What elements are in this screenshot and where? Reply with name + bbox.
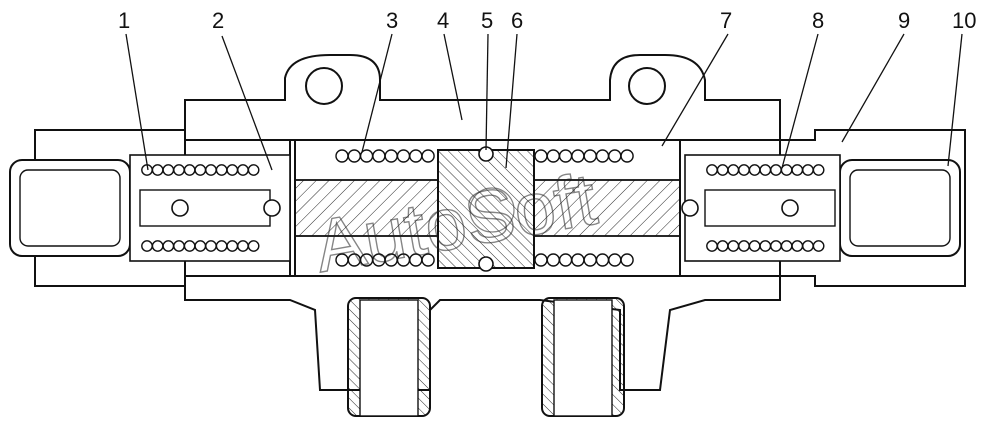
callout-10: 10 xyxy=(952,8,976,33)
spring-coil xyxy=(205,164,217,176)
leader-line xyxy=(221,35,273,171)
spring-coil xyxy=(162,240,175,252)
spring-coil xyxy=(396,149,411,163)
spring-coil xyxy=(226,164,239,176)
spring-coil xyxy=(237,240,249,252)
leader-line xyxy=(125,33,149,171)
spring-coil xyxy=(183,240,196,252)
leader-lines xyxy=(125,33,963,171)
spring-coil xyxy=(151,240,164,252)
spring-coil xyxy=(534,149,548,163)
callout-9: 9 xyxy=(898,8,910,33)
callout-7: 7 xyxy=(720,8,732,33)
spring-coil xyxy=(759,240,772,252)
spring-coil xyxy=(759,164,772,176)
spring-coil xyxy=(372,149,386,163)
spring-coil xyxy=(534,253,548,267)
spring-coil xyxy=(384,149,398,163)
outlet-fittings xyxy=(347,297,625,417)
spring-coil xyxy=(583,253,597,267)
spring-coil xyxy=(173,240,185,252)
callout-3: 3 xyxy=(386,8,398,33)
spring-coil xyxy=(727,240,740,252)
spring-coil xyxy=(812,240,825,252)
spring-coil xyxy=(748,164,761,176)
leader-line xyxy=(781,33,819,169)
central-spool xyxy=(294,146,681,272)
spring-coil xyxy=(173,164,185,176)
spring-coil xyxy=(247,240,260,252)
spring-coil xyxy=(558,253,573,267)
spring-coil xyxy=(770,164,782,176)
spring-coil xyxy=(595,253,610,267)
spring-coil xyxy=(571,253,585,267)
spring-coil xyxy=(215,164,228,176)
spring-coil xyxy=(812,164,825,176)
spring-coil xyxy=(780,240,793,252)
callout-4: 4 xyxy=(437,8,449,33)
spring-coil xyxy=(215,240,228,252)
spring-coil xyxy=(141,240,153,252)
leader-line xyxy=(841,33,905,143)
springs xyxy=(141,149,825,267)
spring-coil xyxy=(421,149,435,163)
spring-coil xyxy=(409,149,423,163)
check-valve-balls xyxy=(139,189,836,227)
spring-coil xyxy=(738,164,750,176)
spring-coil xyxy=(335,149,349,163)
spring-coil xyxy=(791,240,804,252)
callout-1: 1 xyxy=(118,8,130,33)
callout-2: 2 xyxy=(212,8,224,33)
spring-coil xyxy=(237,164,249,176)
spring-coil xyxy=(347,149,361,163)
spring-coil xyxy=(791,164,804,176)
callout-8: 8 xyxy=(812,8,824,33)
spring-coil xyxy=(183,164,196,176)
spring-coil xyxy=(608,149,622,163)
valve-body xyxy=(184,54,781,391)
spring-coil xyxy=(194,164,207,176)
spring-coil xyxy=(620,149,634,163)
spring-coil xyxy=(802,240,814,252)
leader-line xyxy=(505,33,518,169)
spring-coil xyxy=(738,240,750,252)
spring-coil xyxy=(421,253,435,267)
spring-coil xyxy=(194,240,207,252)
spring-coil xyxy=(716,240,729,252)
spring-coil xyxy=(770,240,782,252)
spring-coil xyxy=(716,164,729,176)
spring-coil xyxy=(546,149,560,163)
spring-coil xyxy=(595,149,610,163)
callout-numbers: 1 2 3 4 5 6 7 8 9 10 xyxy=(118,8,976,33)
spring-coil xyxy=(608,253,622,267)
leader-line xyxy=(443,33,463,121)
spring-coil xyxy=(205,240,217,252)
spring-coil xyxy=(802,164,814,176)
spring-coil xyxy=(226,240,239,252)
leader-line xyxy=(361,33,393,153)
spring-coil xyxy=(620,253,634,267)
spring-coil xyxy=(706,240,718,252)
callout-5: 5 xyxy=(481,8,493,33)
leader-line xyxy=(661,33,729,147)
spring-coil xyxy=(162,164,175,176)
spring-coil xyxy=(706,164,718,176)
leader-line xyxy=(947,33,963,167)
callout-6: 6 xyxy=(511,8,523,33)
leader-line xyxy=(485,33,489,151)
spring-coil xyxy=(727,164,740,176)
spring-coil xyxy=(748,240,761,252)
spring-coil xyxy=(247,164,260,176)
spring-coil xyxy=(546,253,560,267)
spring-coil xyxy=(151,164,164,176)
